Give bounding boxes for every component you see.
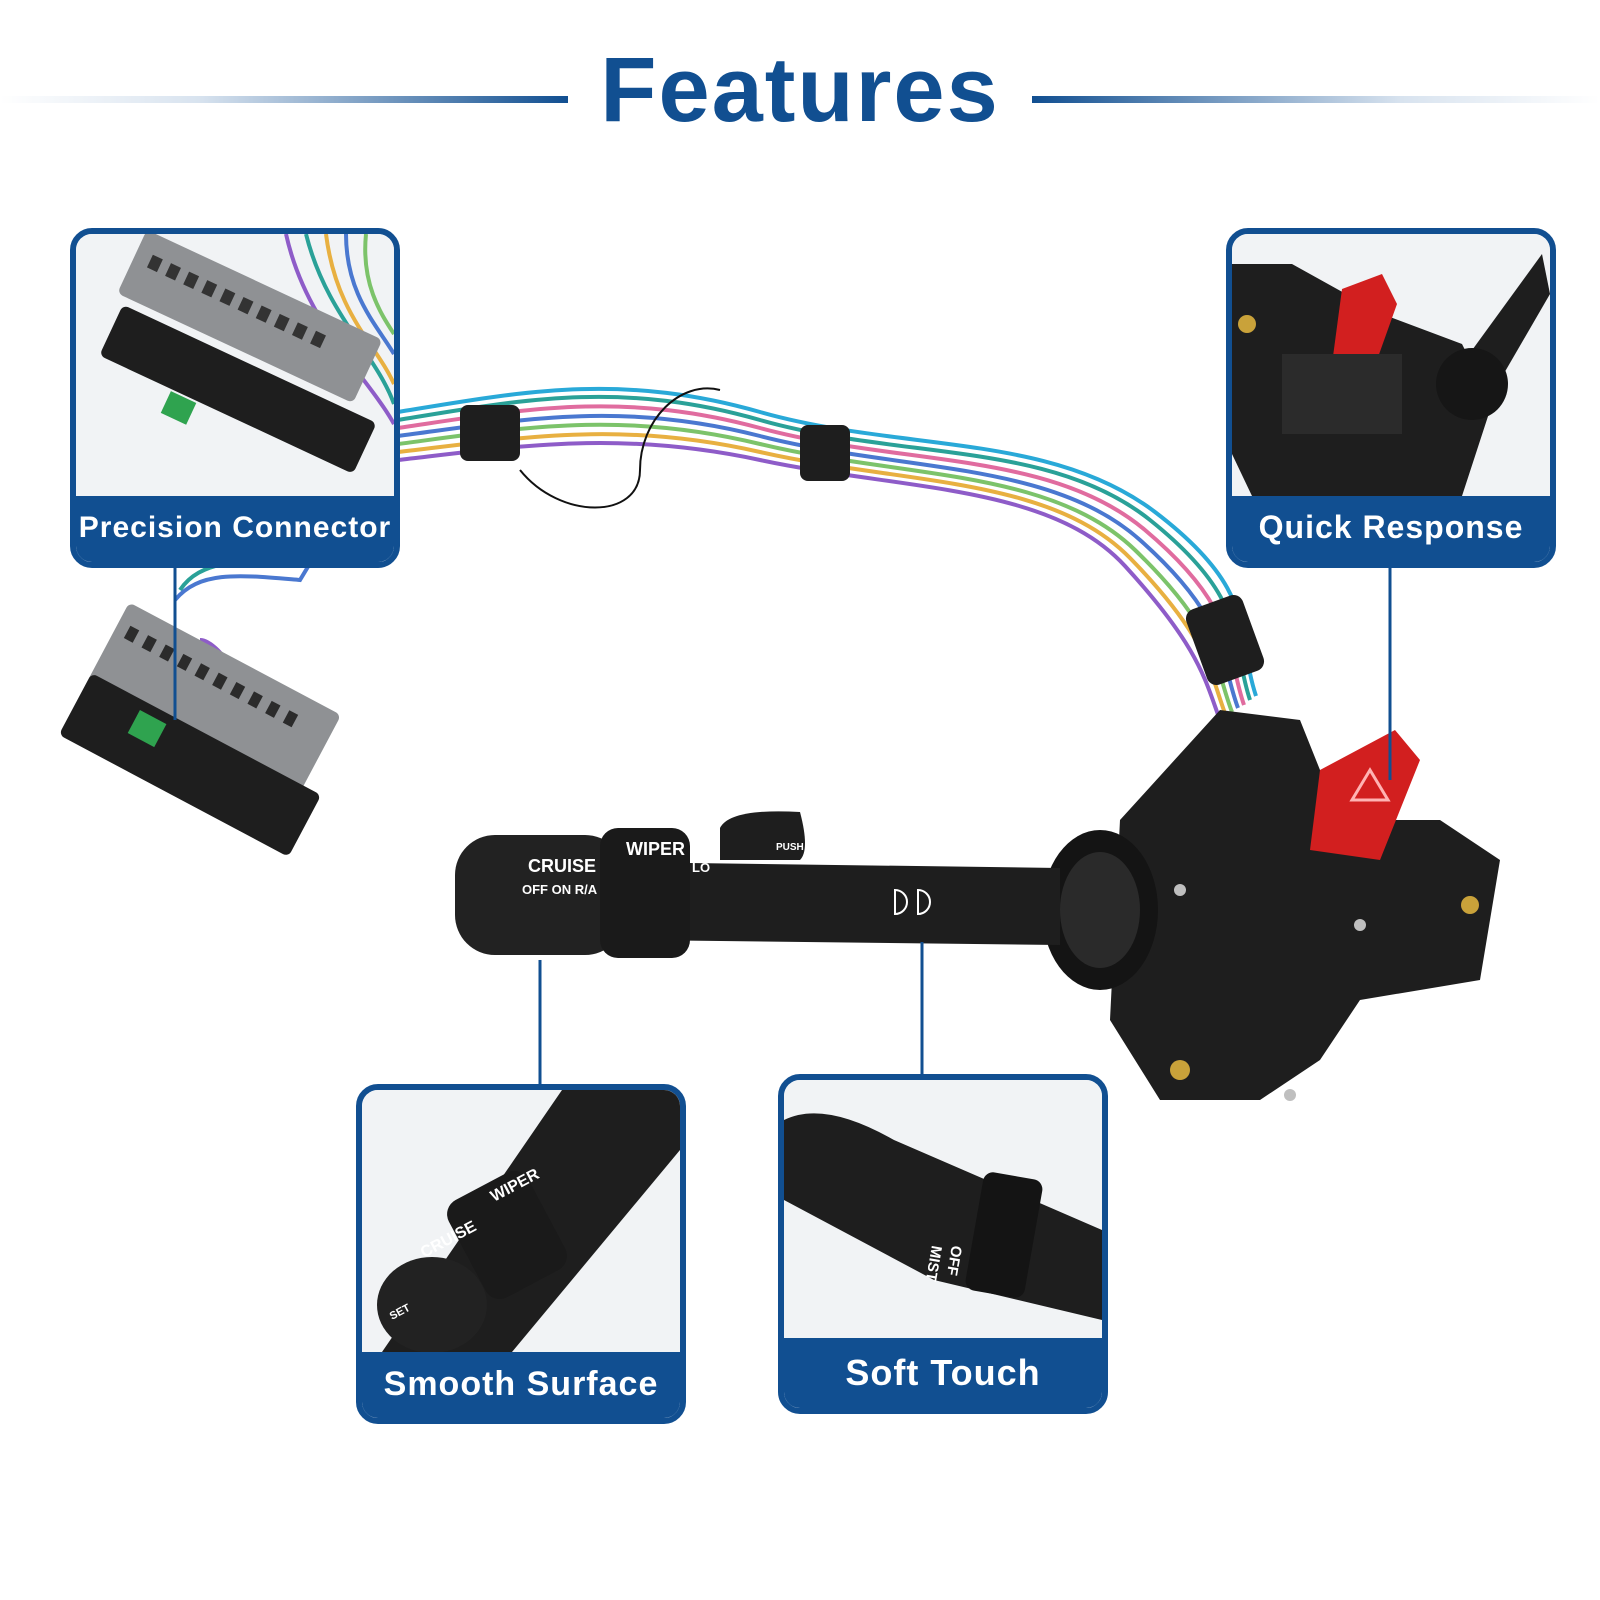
soft-off-marking: OFF — [943, 1244, 965, 1276]
switch-body — [1042, 710, 1500, 1101]
multifunction-stalk: CRUISE OFF ON R/A WIPER HI LO PUSH — [455, 811, 1060, 958]
harness-connector — [60, 604, 340, 855]
stalk-collar-closeup: MIST OFF — [784, 1080, 1102, 1338]
title-rule-right — [1032, 96, 1600, 103]
callout-smooth-surface: CRUISE WIPER SET Smooth Surface — [356, 1084, 686, 1424]
callout-soft-touch: MIST OFF Soft Touch — [778, 1074, 1108, 1414]
cruise-modes-marking: OFF ON R/A — [522, 882, 598, 897]
soft-mist-marking: MIST — [922, 1244, 945, 1282]
hazard-closeup — [1232, 234, 1550, 496]
callout-label-soft: Soft Touch — [784, 1338, 1102, 1408]
hi-marking: HI — [692, 843, 705, 858]
tape-wrap-1 — [460, 405, 520, 461]
title-rule-left — [0, 96, 568, 103]
callout-label-quick: Quick Response — [1232, 496, 1550, 562]
stalk-tip-closeup: CRUISE WIPER SET — [362, 1090, 680, 1352]
cruise-marking: CRUISE — [528, 856, 596, 876]
tape-wrap-2 — [800, 425, 850, 481]
headlamp-icon — [894, 888, 931, 916]
callout-label-precision: Precision Connector — [76, 496, 394, 562]
callout-precision-connector: Precision Connector — [70, 228, 400, 568]
tape-wrap-3 — [1185, 594, 1265, 686]
callout-quick-response: Quick Response — [1226, 228, 1556, 568]
connector-closeup — [76, 234, 394, 496]
callout-label-smooth: Smooth Surface — [362, 1352, 680, 1418]
hazard-button — [1310, 730, 1420, 860]
page-title: Features — [600, 39, 1000, 141]
push-marking: PUSH — [776, 842, 804, 853]
lo-marking: LO — [692, 860, 710, 875]
wiper-marking: WIPER — [626, 839, 685, 859]
